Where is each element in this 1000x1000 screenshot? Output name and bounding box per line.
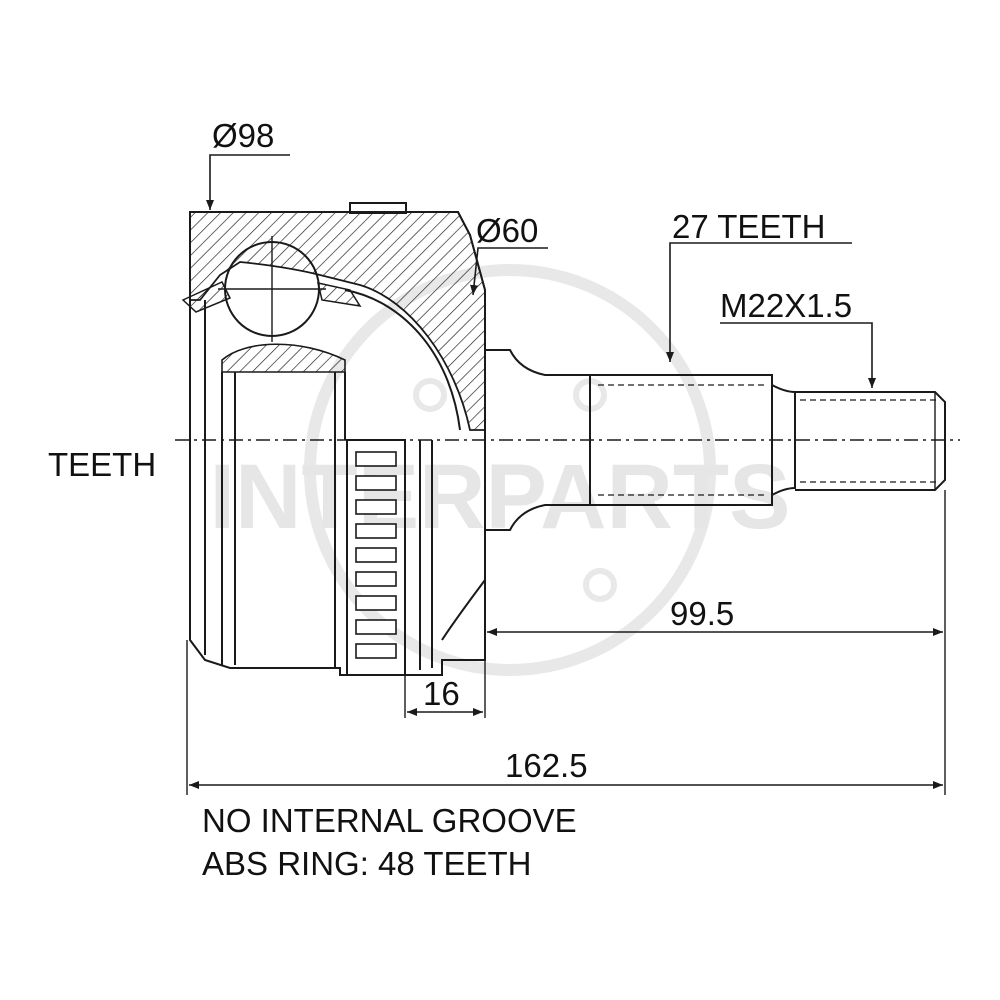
abs-tooth-slot: [355, 451, 397, 467]
label-shaft-length: 99.5: [670, 595, 734, 632]
dimension-total-length: 162.5: [186, 640, 943, 795]
abs-tooth-slot: [355, 643, 397, 659]
note-no-internal-groove: NO INTERNAL GROOVE: [202, 802, 577, 839]
leader-bell-diameter: Ø60: [470, 212, 548, 296]
abs-tooth-slot: [355, 619, 397, 635]
label-abs-width: 16: [423, 675, 460, 712]
joint-housing: [181, 202, 486, 676]
label-inner-teeth: TEETH: [48, 446, 156, 483]
abs-tooth-slot: [355, 499, 397, 515]
abs-tooth-slot: [355, 523, 397, 539]
watermark-text: INTERPARTS: [210, 446, 791, 548]
label-total-length: 162.5: [505, 747, 588, 784]
dimension-shaft-length: 99.5: [487, 490, 946, 795]
abs-tooth-slot: [355, 595, 397, 611]
abs-tooth-slot: [355, 571, 397, 587]
abs-ring-teeth: [355, 451, 397, 659]
label-outer-diameter: Ø98: [212, 117, 274, 154]
note-abs-ring-teeth: ABS RING: 48 TEETH: [202, 845, 531, 882]
label-bell-diameter: Ø60: [476, 212, 538, 249]
leader-outer-diameter: Ø98: [206, 117, 290, 210]
label-spline-teeth: 27 TEETH: [672, 208, 825, 245]
leader-thread: M22X1.5: [720, 287, 876, 388]
label-thread: M22X1.5: [720, 287, 852, 324]
abs-tooth-slot: [355, 475, 397, 491]
abs-ring: [346, 439, 433, 676]
watermark: INTERPARTS: [210, 264, 791, 676]
abs-tooth-slot: [355, 547, 397, 563]
leader-spline-teeth: 27 TEETH: [666, 208, 852, 362]
dimension-abs-width: 16: [404, 660, 486, 718]
